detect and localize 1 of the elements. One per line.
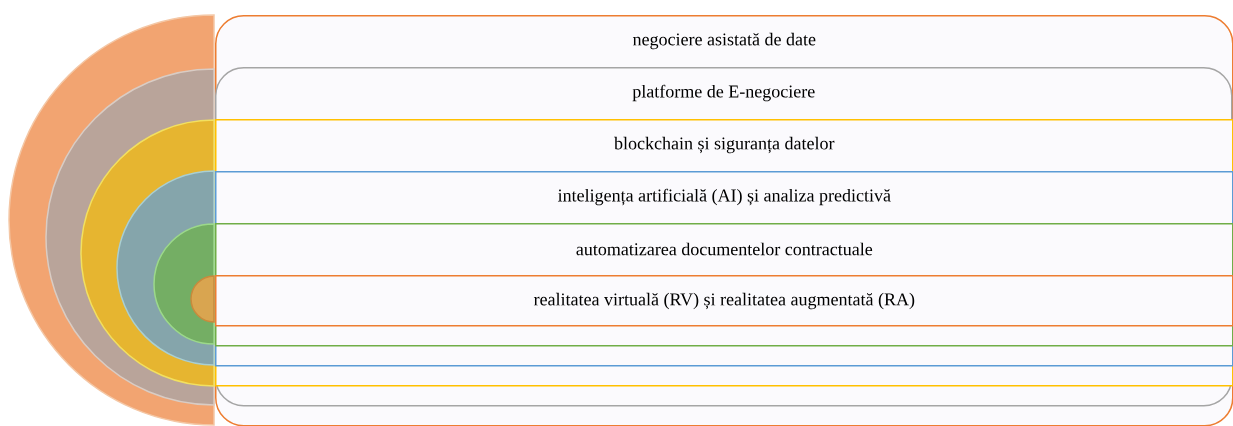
list-box: realitatea virtuală (RV) și realitatea augmentată (RA) (215, 275, 1233, 327)
